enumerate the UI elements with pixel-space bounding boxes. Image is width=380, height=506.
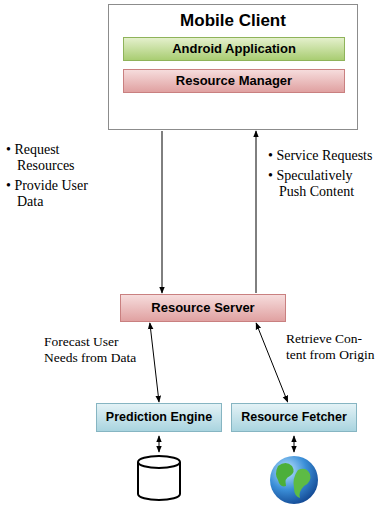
engine-box: Prediction Engine <box>96 403 222 432</box>
bullet-note: • Service Requests <box>268 148 376 164</box>
origin-link <box>294 436 295 452</box>
box-label: Prediction Engine <box>106 410 212 425</box>
server-box: Resource Server <box>120 294 286 322</box>
box-title: Mobile Client <box>180 11 286 31</box>
edge-label: Retrieve Con- tent from Origin <box>286 331 378 363</box>
connector-arrow <box>256 323 288 402</box>
bullet-note: • Request Resources <box>6 142 102 174</box>
box-label: Android Application <box>172 41 296 57</box>
box-label: Resource Manager <box>176 73 292 89</box>
connector-arrow <box>256 131 257 293</box>
fetcher-box: Resource Fetcher <box>231 403 357 432</box>
application-box: Android Application <box>123 37 345 61</box>
label-group: • Request Resources • Provide User Data <box>6 142 102 214</box>
manager-box: Resource Manager <box>123 69 345 93</box>
bullet-note: • Provide User Data <box>6 178 102 210</box>
bullet-note: • Speculatively Push Content <box>268 168 376 200</box>
label-group: • Service Requests • Speculatively Push C… <box>268 148 376 204</box>
box-label: Resource Server <box>151 300 254 316</box>
database-symbol <box>138 456 180 500</box>
database-link <box>159 436 160 452</box>
box-label: Resource Fetcher <box>241 410 347 425</box>
edge-label: Forecast User Needs from Data <box>44 334 144 366</box>
client-box: Mobile ClientAndroid ApplicationResource… <box>108 4 358 130</box>
globe-icon <box>270 456 318 504</box>
connector-arrow <box>162 131 163 293</box>
connector-arrow <box>150 323 159 402</box>
